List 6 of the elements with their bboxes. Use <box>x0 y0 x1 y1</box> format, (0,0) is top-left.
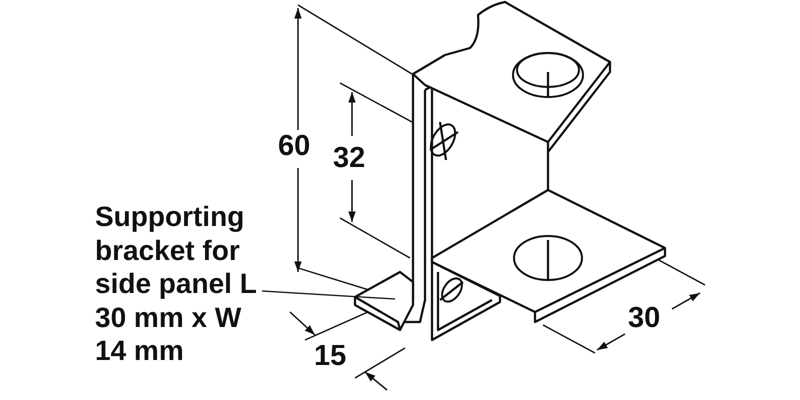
dimension-label: 60 <box>278 130 310 162</box>
leader-line <box>262 290 396 300</box>
dimension-label: 30 <box>628 302 660 334</box>
dimension-label: 32 <box>333 142 366 174</box>
dimension-label: 15 <box>314 340 346 372</box>
callout-text: Supporting bracket for side panel L 30 mm x W 14 mm <box>95 200 258 368</box>
